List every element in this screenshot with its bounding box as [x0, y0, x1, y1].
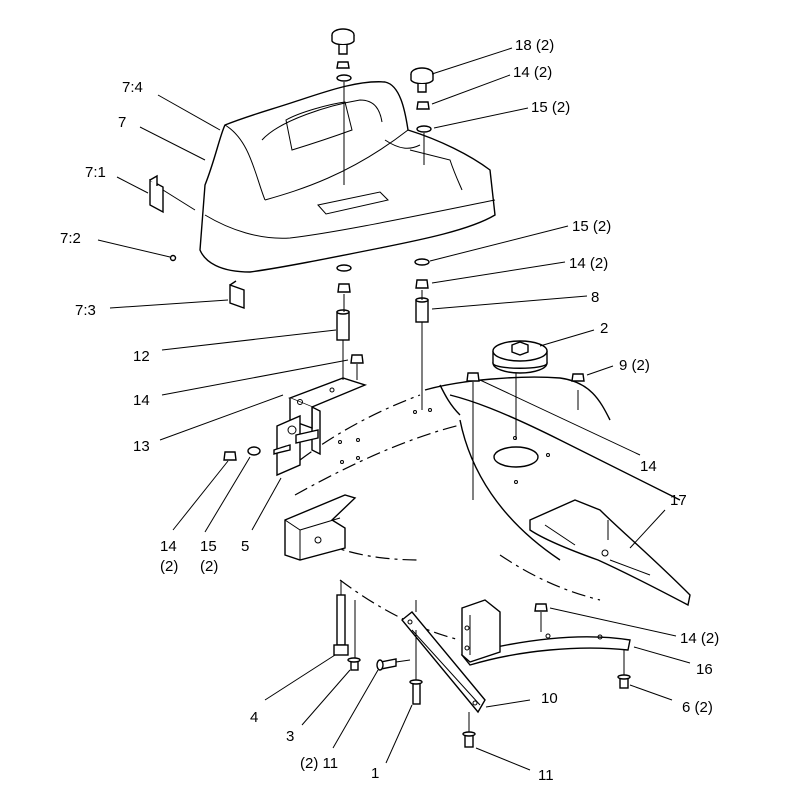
callout-7: 7	[118, 114, 126, 131]
callout-17: 17	[670, 492, 687, 509]
callout-11: 11	[538, 767, 554, 784]
washer-left-mid	[336, 264, 352, 272]
callout-labels: 18 (2) 14 (2) 15 (2) 7:4 7 7:1 7:2 7:3 1…	[60, 37, 719, 784]
spindle-opening	[493, 446, 539, 468]
callout-15-2-top: 15 (2)	[531, 99, 570, 116]
callout-14-2-mid: 14 (2)	[569, 255, 608, 272]
nut-14-deck	[466, 372, 480, 382]
bracket-16	[460, 599, 631, 666]
bolt-4	[333, 594, 349, 656]
knob-18-right	[410, 67, 434, 93]
callout-4: 4	[250, 709, 258, 726]
callout-5: 5	[241, 538, 249, 555]
nut-14-low	[534, 603, 548, 612]
callout-14-2-low: 14 (2)	[680, 630, 719, 647]
leader-lines	[97, 47, 691, 771]
deck-holes	[338, 408, 550, 464]
nut-14-top-left	[336, 61, 350, 69]
nut-14-bracket	[350, 354, 364, 364]
washer-15-left	[247, 446, 261, 456]
callout-14-left-qty: (2)	[160, 558, 178, 575]
nut-left-mid	[337, 283, 351, 293]
callout-14-2-top: 14 (2)	[513, 64, 552, 81]
spacer-8	[415, 297, 429, 323]
callout-2: 2	[600, 320, 608, 337]
bracket-7-3	[229, 280, 245, 309]
shroud-part-7	[199, 81, 496, 273]
nut-14-left	[223, 451, 237, 461]
bolt-6	[617, 674, 631, 689]
callout-13: 13	[133, 438, 150, 455]
nut-9	[571, 373, 585, 382]
spacer-12	[336, 309, 350, 341]
screw-7-2	[169, 254, 177, 262]
callout-3: 3	[286, 728, 294, 745]
arm-10	[401, 611, 486, 714]
nut-14-mid	[415, 279, 429, 289]
callout-15-left: 15	[200, 538, 217, 555]
mower-deck-outline	[294, 376, 681, 641]
bracket-7-1	[149, 174, 164, 214]
bolt-1	[409, 679, 423, 705]
callout-14-a: 14	[133, 392, 150, 409]
callout-14-left: 14	[160, 538, 177, 555]
callout-14-b: 14	[640, 458, 657, 475]
callout-10: 10	[541, 690, 558, 707]
callout-15-2-mid: 15 (2)	[572, 218, 611, 235]
callout-2-11: (2) 11	[300, 755, 338, 772]
callout-15-left-qty: (2)	[200, 558, 218, 575]
callout-8: 8	[591, 289, 599, 306]
washer-15-top-right	[416, 125, 432, 133]
callout-7-2: 7:2	[60, 230, 81, 247]
callout-9-2: 9 (2)	[619, 357, 650, 374]
bolt-11-side	[376, 658, 397, 671]
pulley-2	[492, 340, 548, 374]
bracket-13	[276, 377, 368, 477]
callout-12: 12	[133, 348, 150, 365]
callout-1: 1	[371, 765, 379, 782]
callout-6-2: 6 (2)	[682, 699, 713, 716]
callout-18-2: 18 (2)	[515, 37, 554, 54]
nut-14-top-right	[416, 101, 430, 110]
bolt-11-bottom	[462, 731, 476, 748]
callout-7-3: 7:3	[75, 302, 96, 319]
blade-17	[529, 499, 691, 607]
washer-15-mid	[414, 258, 430, 266]
callout-16: 16	[696, 661, 713, 678]
bolt-3	[347, 657, 361, 671]
washer-15-top-left	[336, 74, 352, 82]
knob-18-left	[331, 28, 355, 55]
callout-7-1: 7:1	[85, 164, 106, 181]
callout-7-4: 7:4	[122, 79, 143, 96]
bracket-5	[284, 494, 357, 561]
